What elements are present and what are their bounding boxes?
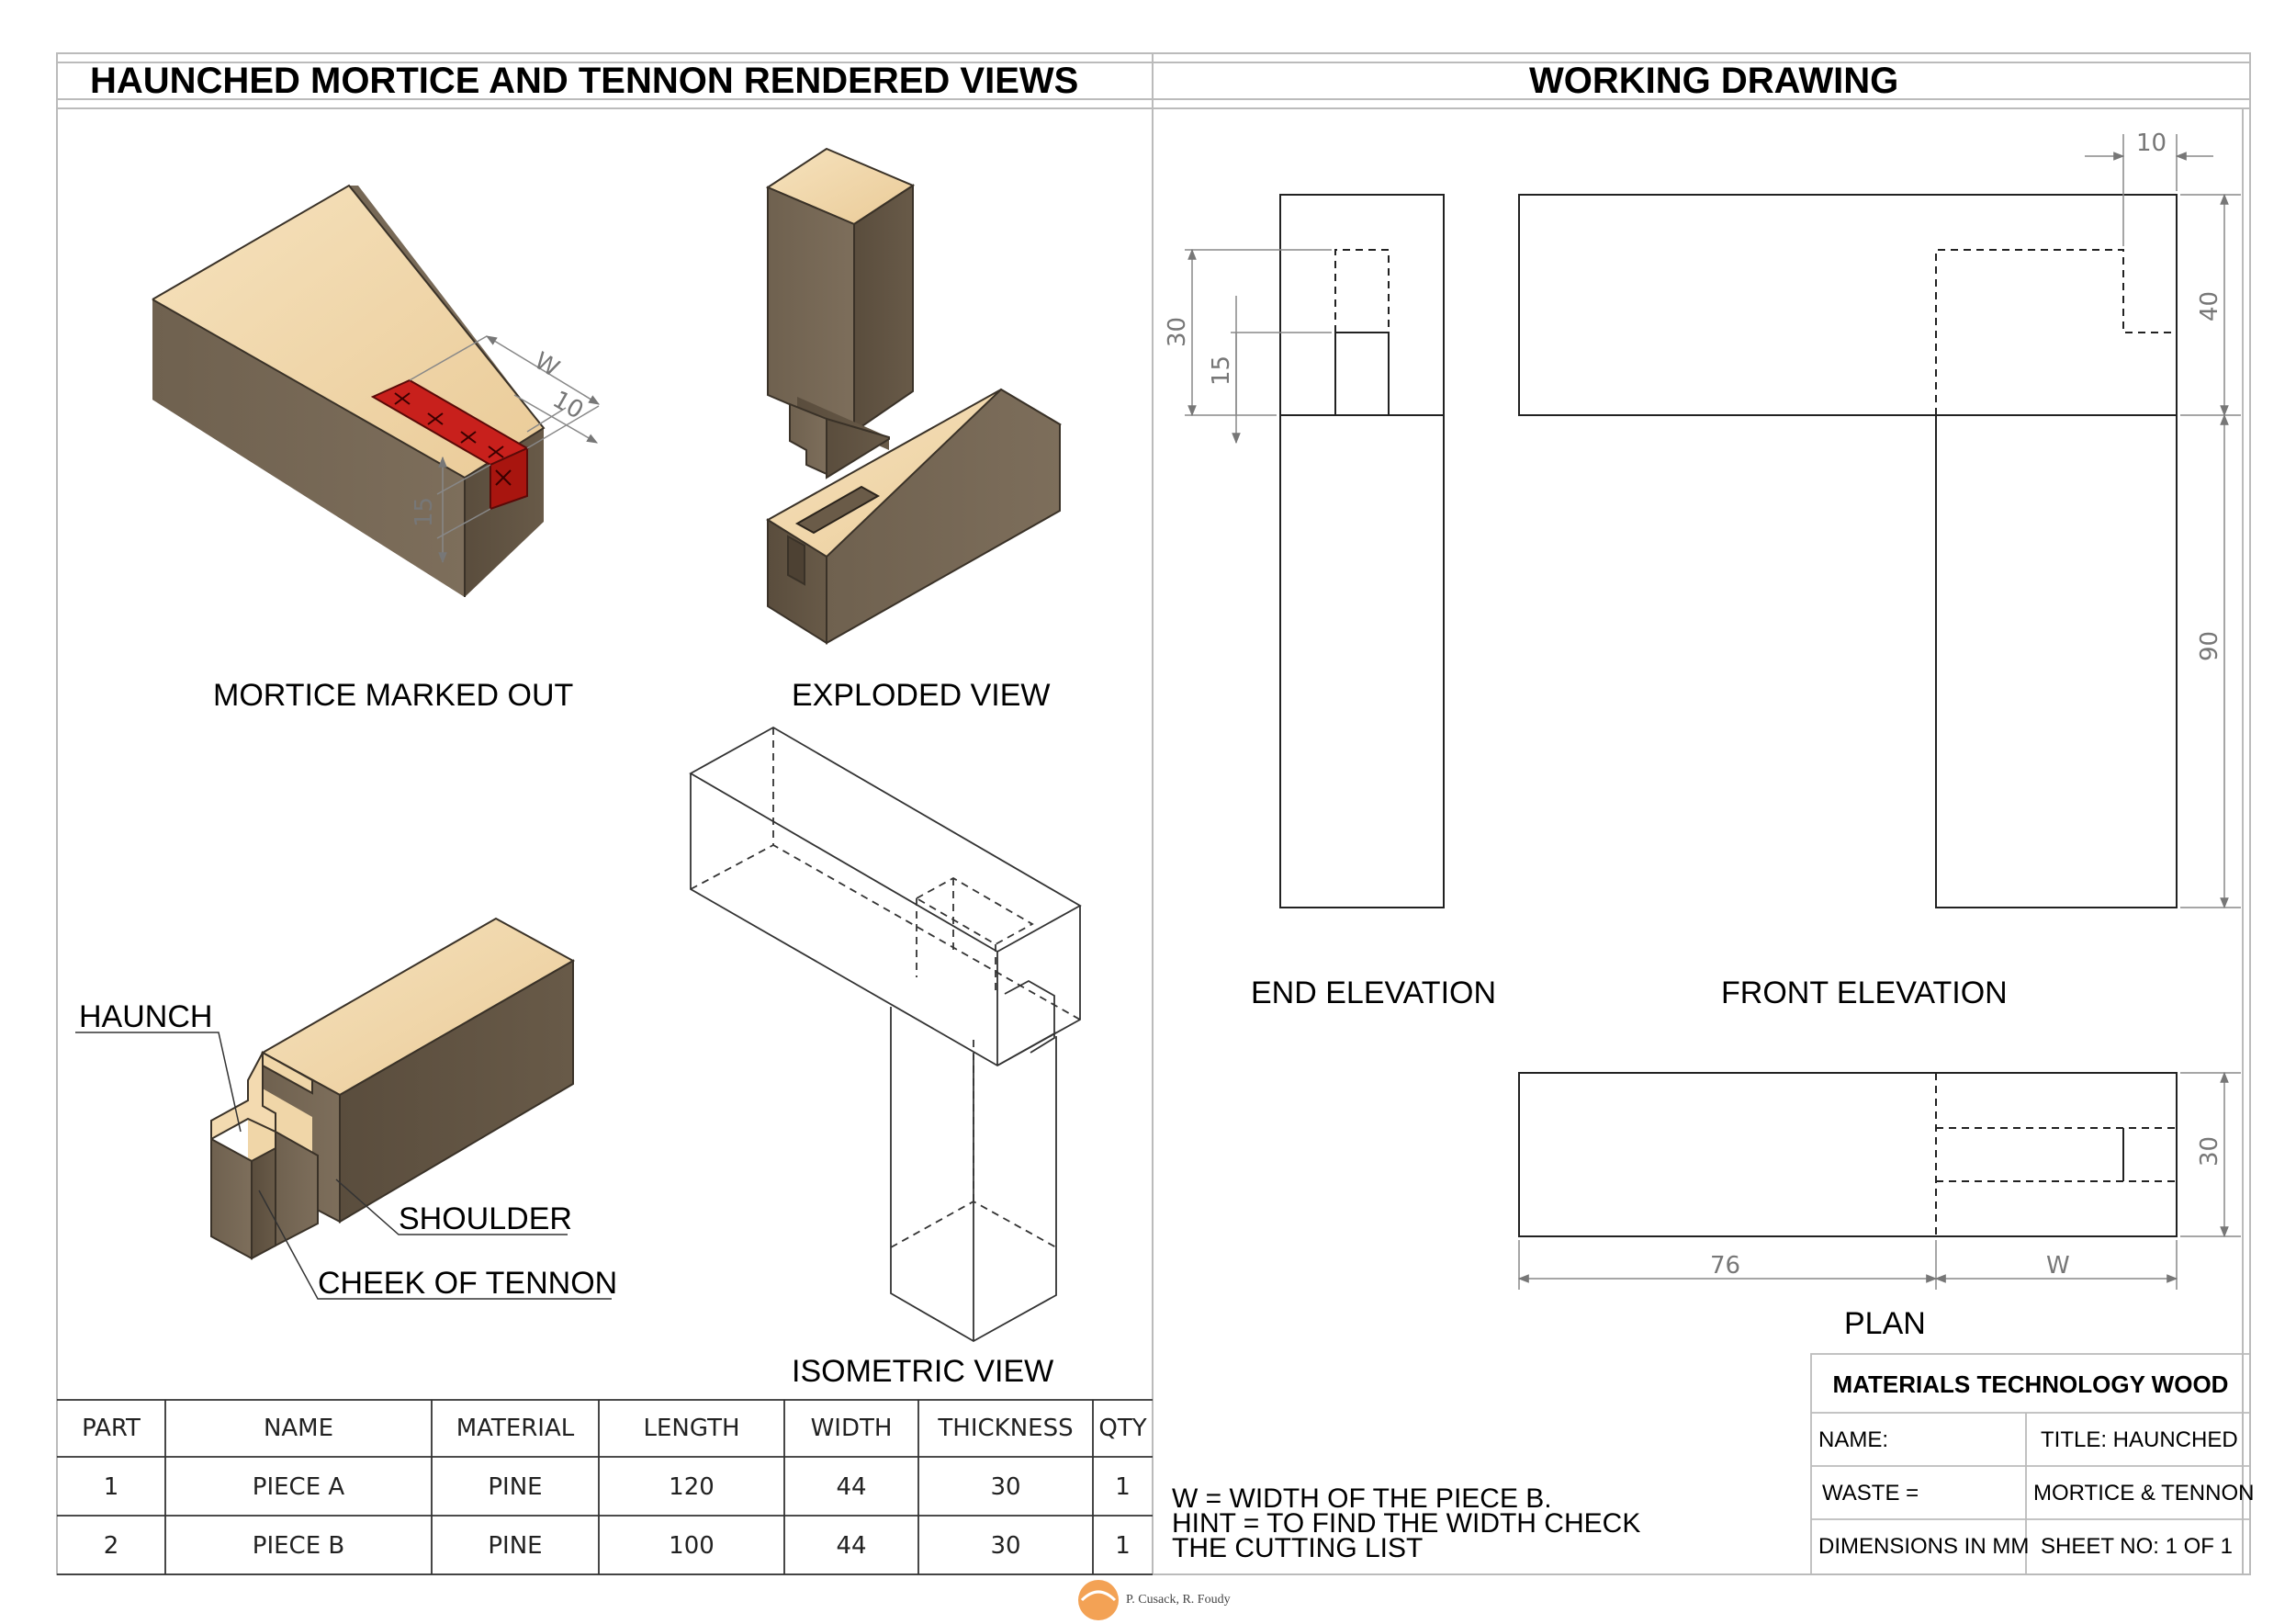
sheet-frame: [56, 52, 2251, 1575]
col-header-name: NAME: [263, 1415, 334, 1442]
left-header: HAUNCHED MORTICE AND TENNON RENDERED VIE…: [90, 61, 1079, 101]
isometric-view-label: ISOMETRIC VIEW: [792, 1354, 1054, 1389]
haunch-callout: HAUNCH: [79, 999, 213, 1034]
end-elevation-dims: [1185, 248, 1332, 445]
cutting-list-grid: [57, 1399, 1153, 1575]
title-block-sheet: SHEET NO: 1 OF 1: [2041, 1534, 2233, 1559]
dim-end-30: 30: [1164, 317, 1191, 347]
dim-plan-w: W: [2046, 1252, 2070, 1280]
isometric-view-wireframe: [689, 726, 1082, 1343]
table-cell: 1: [1115, 1532, 1131, 1560]
title-block-title: TITLE: HAUNCHED: [2041, 1427, 2238, 1452]
dim-plan-30: 30: [2196, 1136, 2223, 1167]
table-cell: PIECE B: [252, 1532, 345, 1560]
table-cell: 30: [990, 1473, 1021, 1501]
exploded-view-render: [765, 147, 1062, 645]
title-block-subtitle: MORTICE & TENNON: [2033, 1481, 2255, 1506]
table-cell: 30: [990, 1532, 1021, 1560]
shoulder-callout: SHOULDER: [399, 1201, 572, 1236]
table-cell: PIECE A: [252, 1473, 345, 1501]
exploded-view-label: EXPLODED VIEW: [792, 678, 1051, 713]
table-cell: 44: [836, 1532, 867, 1560]
table-cell: 1: [1115, 1473, 1131, 1501]
cheek-of-tennon-callout: CHEEK OF TENNON: [318, 1266, 618, 1301]
dim-w: W: [530, 347, 564, 383]
dim-front-40: 40: [2196, 291, 2223, 321]
note-line-2: HINT = TO FIND THE WIDTH CHECK: [1172, 1508, 1641, 1539]
col-header-width: WIDTH: [810, 1415, 893, 1442]
mortice-marked-out-label: MORTICE MARKED OUT: [213, 678, 574, 713]
col-header-part: PART: [82, 1415, 141, 1442]
plan-view: [1518, 1072, 2178, 1237]
front-elevation-dims: [2085, 134, 2241, 909]
title-block-name: NAME:: [1818, 1427, 1889, 1452]
table-cell: 100: [669, 1532, 715, 1560]
col-header-length: LENGTH: [643, 1415, 740, 1442]
table-cell: PINE: [488, 1532, 543, 1560]
front-elevation: [1518, 194, 2178, 908]
end-elevation-label: END ELEVATION: [1251, 976, 1497, 1010]
title-block-grid: [1810, 1353, 2251, 1575]
credit-logo: [1078, 1580, 1119, 1620]
right-header: WORKING DRAWING: [1529, 61, 1899, 101]
table-cell: 2: [103, 1532, 119, 1560]
tenon-callout-render: [75, 917, 612, 1300]
title-block-units: DIMENSIONS IN MM: [1818, 1534, 2030, 1559]
front-elevation-label: FRONT ELEVATION: [1721, 976, 2008, 1010]
table-cell: PINE: [488, 1473, 543, 1501]
plan-label: PLAN: [1844, 1306, 1926, 1341]
col-header-qty: QTY: [1098, 1415, 1147, 1442]
table-cell: 1: [103, 1473, 119, 1501]
dim-front-90: 90: [2196, 631, 2223, 661]
mortice-marked-out-render: W 10 15: [152, 184, 601, 597]
col-header-thickness: THICKNESS: [938, 1415, 1074, 1442]
dim-15: 15: [411, 497, 438, 527]
dim-plan-76: 76: [1710, 1252, 1740, 1280]
table-cell: 120: [669, 1473, 715, 1501]
table-cell: 44: [836, 1473, 867, 1501]
dim-end-15: 15: [1208, 355, 1235, 386]
title-block-waste: WASTE =: [1822, 1481, 1919, 1506]
credit-text: P. Cusack, R. Foudy: [1126, 1593, 1231, 1607]
end-elevation: [1279, 194, 1445, 908]
title-block-heading: MATERIALS TECHNOLOGY WOOD: [1832, 1370, 2229, 1398]
note-line-1: W = WIDTH OF THE PIECE B.: [1172, 1483, 1552, 1514]
col-header-material: MATERIAL: [456, 1415, 575, 1442]
dim-10: 10: [548, 386, 589, 425]
note-line-3: THE CUTTING LIST: [1172, 1533, 1424, 1563]
dim-front-10: 10: [2136, 130, 2167, 157]
plan-dims: [1517, 1071, 2241, 1290]
